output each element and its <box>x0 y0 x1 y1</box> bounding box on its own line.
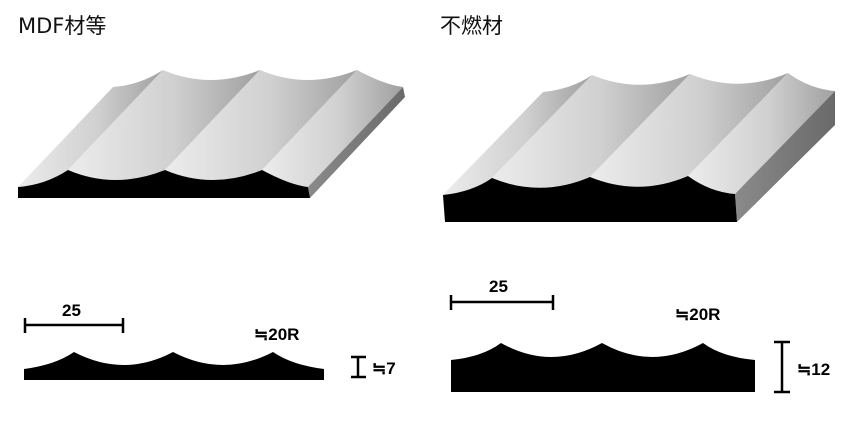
nonflammable-board-3d <box>443 73 835 222</box>
mdf-board-3d <box>18 70 405 198</box>
groove-surface <box>688 73 835 194</box>
profile-section <box>24 352 324 380</box>
radius-label: ≒20R <box>675 305 720 324</box>
width-label: 25 <box>489 277 508 296</box>
groove-surface <box>68 70 260 180</box>
panel-title-nonflammable: 不燃材 <box>440 14 503 38</box>
profile-section <box>451 343 755 392</box>
front-profile <box>443 176 737 222</box>
nonflammable-cross-section: 25 ≒20R ≒12 <box>449 277 830 394</box>
groove-surface <box>18 70 163 187</box>
thickness-label: ≒7 <box>372 359 396 378</box>
thickness-dimension-bar <box>774 340 790 394</box>
front-profile <box>18 170 310 198</box>
mdf-cross-section: 25 ≒20R ≒7 <box>23 301 396 380</box>
width-label: 25 <box>62 301 81 320</box>
thickness-label: ≒12 <box>797 360 830 379</box>
groove-surface <box>443 75 592 195</box>
groove-surface <box>165 70 357 180</box>
side-face <box>308 87 405 198</box>
width-dimension-line <box>449 295 555 310</box>
radius-label: ≒20R <box>254 325 299 344</box>
groove-surface <box>262 70 403 187</box>
side-face <box>735 91 835 222</box>
panel-title-mdf: MDF材等 <box>18 14 106 38</box>
groove-surface <box>590 73 788 187</box>
width-dimension-line <box>23 318 125 333</box>
groove-surface <box>492 74 690 188</box>
thickness-dimension-bar <box>351 355 366 379</box>
